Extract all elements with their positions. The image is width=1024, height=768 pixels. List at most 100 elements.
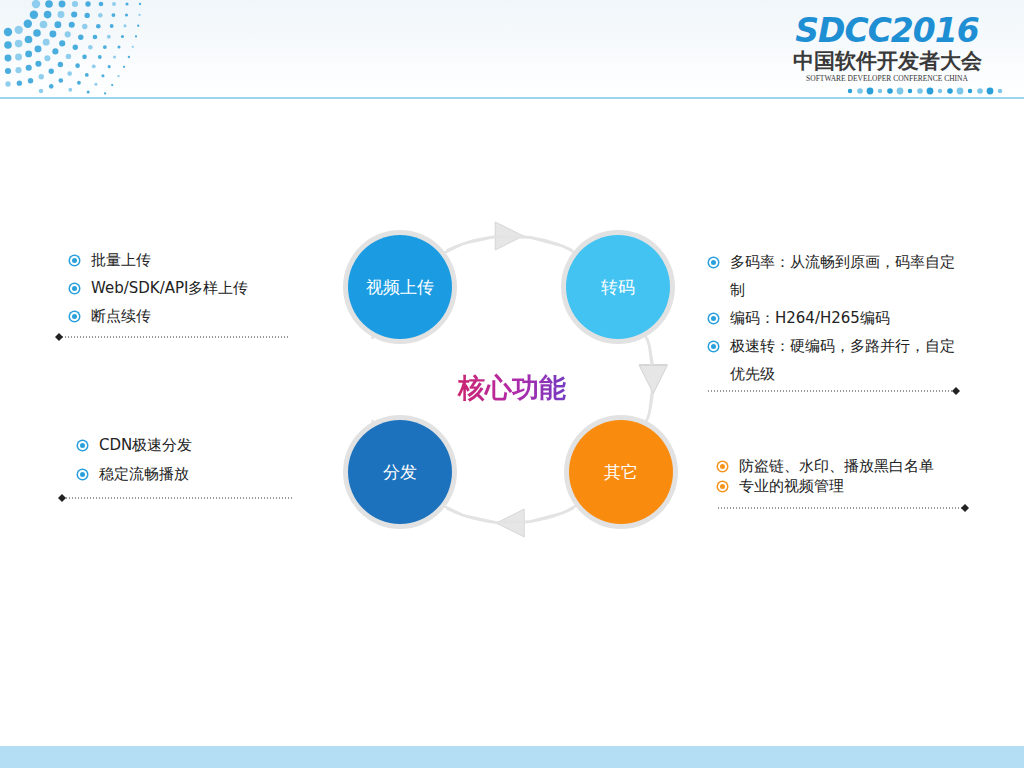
pattern-dot <box>15 40 23 48</box>
arrow-head <box>639 366 667 394</box>
pattern-dot <box>132 46 134 48</box>
pattern-dot <box>54 21 61 28</box>
pattern-dot <box>39 74 44 79</box>
pattern-dot <box>98 13 103 18</box>
pattern-dot <box>135 35 137 37</box>
pattern-dot <box>85 1 90 6</box>
logo-mark: SDCC2016 <box>780 12 994 50</box>
pattern-dot <box>65 31 71 37</box>
pattern-dot <box>857 88 863 94</box>
pattern-dot <box>33 29 41 37</box>
rule-diamond <box>961 504 969 512</box>
pattern-dot <box>52 48 58 54</box>
pattern-dot <box>73 45 78 50</box>
pattern-dot <box>867 88 874 95</box>
logo-subtitle: SOFTWARE DEVELOPER CONFERENCE CHINA <box>780 74 994 83</box>
pattern-dot <box>121 35 124 38</box>
pattern-dot <box>82 55 87 60</box>
pattern-dot <box>39 89 44 94</box>
pattern-dot <box>125 13 128 16</box>
pattern-dot <box>111 84 113 86</box>
pattern-dot <box>4 41 12 49</box>
center-title: 核心功能 <box>392 370 632 406</box>
pattern-dot <box>96 24 101 29</box>
pattern-dot <box>58 11 65 18</box>
node-label: 分发 <box>383 461 417 484</box>
pattern-dot <box>137 25 139 27</box>
bullet-list: 批量上传Web/SDK/API多样上传断点续传 <box>70 246 310 330</box>
pattern-dot <box>125 2 128 5</box>
pattern-dot <box>32 0 40 8</box>
pattern-dot <box>72 1 78 7</box>
pattern-dot <box>103 45 107 49</box>
pattern-dot <box>43 39 50 46</box>
pattern-dot <box>59 78 64 83</box>
pattern-dot <box>98 55 102 59</box>
pattern-dot <box>40 21 48 29</box>
dotted-rule <box>708 391 953 392</box>
pattern-dot <box>117 45 120 48</box>
pattern-dot <box>138 14 140 16</box>
pattern-dot <box>67 71 72 76</box>
pattern-dot <box>49 84 54 89</box>
pattern-dot <box>897 88 904 95</box>
pattern-dot <box>85 73 89 77</box>
bullet-item: 批量上传 <box>70 246 310 274</box>
pattern-dot <box>128 56 130 58</box>
pattern-dot <box>30 11 38 19</box>
pattern-dot <box>987 88 994 95</box>
pattern-dot <box>104 92 106 94</box>
dot-pattern <box>4 0 1002 95</box>
pattern-dot <box>107 35 111 39</box>
bullet-item: 稳定流畅播放 <box>78 460 308 489</box>
bullet-item: 多码率：从流畅到原画，码率自定制 <box>709 248 962 304</box>
pattern-dot <box>44 11 52 19</box>
pattern-dot <box>45 0 53 8</box>
pattern-dot <box>113 56 116 59</box>
pattern-dot <box>878 89 882 93</box>
pattern-dot <box>82 24 87 29</box>
node-label: 视频上传 <box>366 276 434 299</box>
pattern-dot <box>25 36 33 44</box>
pattern-dot <box>977 88 983 94</box>
pattern-dot <box>5 68 11 74</box>
pattern-dot <box>15 67 21 73</box>
pattern-dot <box>49 31 56 38</box>
bullet-item: CDN极速分发 <box>78 431 308 460</box>
pattern-dot <box>66 54 71 59</box>
pattern-dot <box>139 3 141 5</box>
pattern-dot <box>85 13 90 18</box>
footer-band <box>0 746 1024 768</box>
pattern-dot <box>88 45 93 50</box>
pattern-dot <box>92 64 96 68</box>
pattern-dot <box>58 62 63 67</box>
node-label: 其它 <box>604 461 638 484</box>
pattern-dot <box>15 54 22 61</box>
bullet-item: Web/SDK/API多样上传 <box>70 274 310 302</box>
pattern-dot <box>28 78 33 83</box>
pattern-dot <box>59 1 66 8</box>
pattern-dot <box>99 2 104 7</box>
function-circle: 视频上传 <box>348 235 452 339</box>
bullet-item: 编码：H264/H265编码 <box>709 304 962 332</box>
bullet-list: CDN极速分发稳定流畅播放 <box>78 431 308 489</box>
rule-diamond <box>952 387 960 395</box>
pattern-dot <box>957 88 964 95</box>
pattern-dot <box>4 28 12 36</box>
cycle-arrow <box>639 338 667 419</box>
pattern-dot <box>78 35 83 40</box>
pattern-dot <box>35 45 42 52</box>
pattern-dot <box>998 89 1002 93</box>
pattern-dot <box>59 40 65 46</box>
pattern-dot <box>5 55 12 62</box>
pattern-dot <box>35 61 41 67</box>
logo-name: 中国软件开发者大会 <box>780 49 994 73</box>
pattern-dot <box>968 89 972 93</box>
bullet-item: 防盗链、水印、播放黑白名单 <box>718 456 978 476</box>
pattern-dot <box>87 90 90 93</box>
bullet-list: 多码率：从流畅到原画，码率自定制编码：H264/H265编码极速转：硬编码，多路… <box>709 248 962 388</box>
rule-diamond <box>58 494 66 502</box>
pattern-dot <box>101 74 104 77</box>
pattern-dot <box>927 88 934 95</box>
